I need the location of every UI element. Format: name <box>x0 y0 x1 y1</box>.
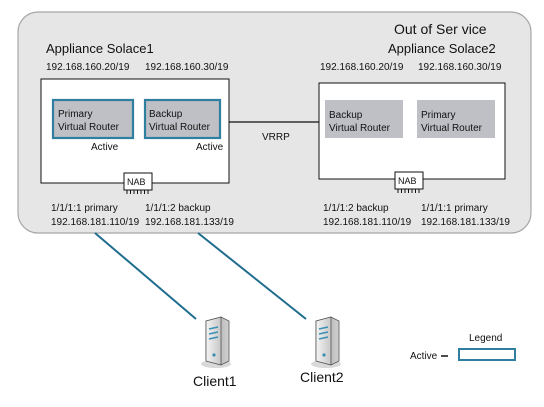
appliance2-nab: NAB <box>394 171 424 193</box>
client1-label: Client1 <box>193 373 237 389</box>
appliance2-port-right-ip: 192.168.181.133/19 <box>421 217 510 228</box>
appliance2-nab-label: NAB <box>398 176 417 186</box>
appliance2-ip-left: 192.168.160.20/19 <box>320 62 404 73</box>
out-of-service-title: Out of Ser vice <box>394 21 487 37</box>
appliance1-port-right-name: 1/1/1:2 backup <box>145 203 211 214</box>
appliance-solace1: Appliance Solace1 192.168.160.20/19 192.… <box>40 41 234 228</box>
legend: Legend Active <box>410 333 516 362</box>
appliance1-primary-router-line1: Primary <box>58 109 92 120</box>
appliance1-port-left-name: 1/1/1:1 primary <box>51 203 118 214</box>
appliance-solace2: Appliance Solace2 192.168.160.20/19 192.… <box>318 41 510 228</box>
client2-server-icon <box>311 316 341 368</box>
client2-label: Client2 <box>300 369 344 385</box>
appliance1-backup-router-line2: Virtual Router <box>149 122 211 133</box>
legend-active-swatch <box>458 348 516 361</box>
appliance1-nab: NAB <box>123 172 153 194</box>
appliance1-ip-left: 192.168.160.20/19 <box>46 62 130 73</box>
appliance2-ip-right: 192.168.160.30/19 <box>418 62 502 73</box>
appliance1-backup-router-line1: Backup <box>149 109 183 120</box>
appliance2-backup-router <box>325 100 403 138</box>
appliance1-backup-router <box>143 98 222 140</box>
appliance1-backup-status: Active <box>196 142 224 153</box>
legend-active-label: Active <box>410 351 438 362</box>
client1-server-icon <box>201 316 231 368</box>
appliance1-nab-label: NAB <box>127 177 146 187</box>
appliance2-backup-router-line1: Backup <box>329 110 363 121</box>
appliance2-primary-router-line2: Virtual Router <box>421 123 483 134</box>
appliance1-port-left-ip: 192.168.181.110/19 <box>51 217 140 228</box>
appliance1-primary-status: Active <box>91 142 119 153</box>
appliance2-port-left-name: 1/1/1:2 backup <box>323 203 389 214</box>
appliance2-port-left-ip: 192.168.181.110/19 <box>323 217 412 228</box>
appliance1-ip-right: 192.168.160.30/19 <box>145 62 229 73</box>
vrrp-label: VRRP <box>262 132 290 143</box>
client1-link <box>94 232 197 320</box>
client2-link <box>197 232 307 320</box>
appliance1-title: Appliance Solace1 <box>46 41 154 56</box>
appliance1-primary-router <box>51 98 135 140</box>
appliance2-title: Appliance Solace2 <box>388 41 496 56</box>
appliance1-port-right-ip: 192.168.181.133/19 <box>145 217 234 228</box>
appliance2-port-right-name: 1/1/1:1 primary <box>421 203 488 214</box>
appliance2-primary-router-line1: Primary <box>421 110 455 121</box>
appliance1-primary-router-line2: Virtual Router <box>58 122 120 133</box>
appliance2-backup-router-line2: Virtual Router <box>329 123 391 134</box>
legend-title: Legend <box>469 333 502 344</box>
appliance2-primary-router <box>417 100 495 138</box>
